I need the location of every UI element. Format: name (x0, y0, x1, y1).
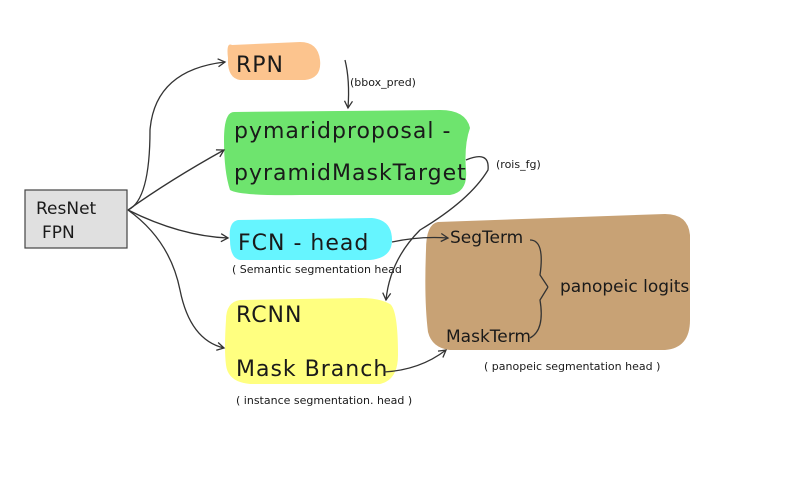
pyramid-proposal-node: pymaridproposal - pyramidMaskTarget (224, 110, 470, 196)
fcn-note: ( Semantic segmentation head (232, 263, 402, 276)
mask-term-label: MaskTerm (446, 327, 531, 347)
maskterm-merge-line (529, 286, 549, 339)
arrow-resnet-to-rcnn (127, 209, 226, 351)
arrow-fcn-to-segterm (391, 232, 450, 243)
bbox-pred-label: (bbox_pred) (350, 76, 416, 89)
resnet-fpn-node: ResNet FPN (24, 189, 128, 249)
rois-fg-label: (rois_fg) (496, 158, 541, 171)
seg-term-label: SegTerm (450, 228, 523, 248)
panoptic-logits-label: panopeic logits (560, 277, 689, 297)
fcn-label: FCN - head (238, 231, 369, 256)
rcnn-label: RCNN (236, 303, 302, 328)
fpn-label: FPN (42, 223, 75, 243)
mask-branch-label: Mask Branch (236, 357, 388, 382)
panoptic-head-node: SegTerm MaskTerm panopeic logits (425, 214, 690, 350)
segterm-merge-line (529, 239, 549, 288)
arrow-resnet-to-fcn (127, 209, 230, 243)
arrow-resnet-to-proposal (127, 149, 226, 211)
proposal-label-line1: pymaridproposal - (234, 119, 451, 144)
arrow-rpn-to-proposal (343, 59, 354, 110)
rpn-label: RPN (236, 53, 284, 78)
fcn-head-node: FCN - head (229, 218, 392, 260)
arrow-mask-to-maskterm (383, 349, 448, 373)
arrow-proposal-to-rcnn (382, 156, 489, 302)
rcnn-note: ( instance segmentation. head ) (236, 394, 412, 407)
rpn-node: RPN (227, 42, 321, 80)
panoptic-note: ( panopeic segmentation head ) (484, 360, 660, 373)
rcnn-mask-node: RCNN Mask Branch (225, 298, 398, 384)
arrow-resnet-to-rpn (127, 58, 227, 211)
resnet-label: ResNet (36, 199, 97, 219)
proposal-label-line2: pyramidMaskTarget (234, 161, 467, 186)
